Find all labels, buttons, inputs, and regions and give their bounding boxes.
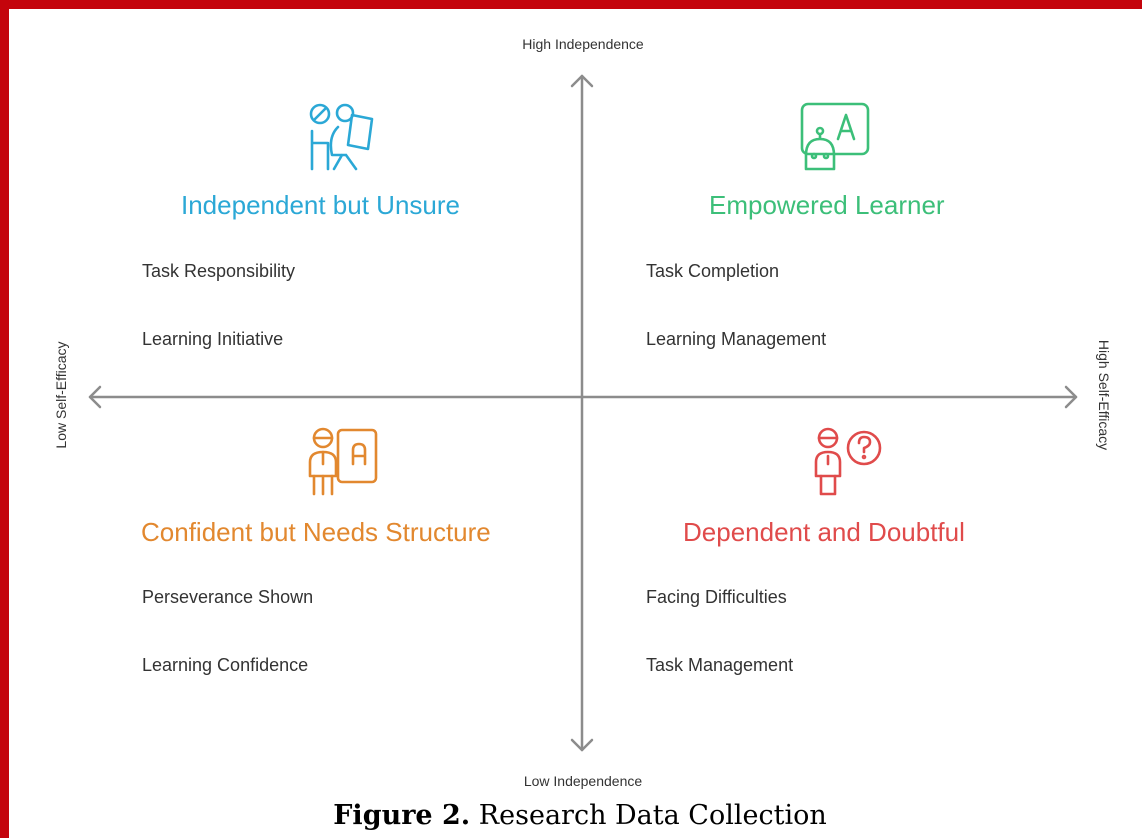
quadrant-title-confident-but-needs-structure: Confident but Needs Structure — [141, 517, 491, 547]
quadrant-item: Learning Management — [646, 329, 827, 349]
right-arrow — [1064, 385, 1078, 409]
quadrant-item: Task Management — [646, 655, 794, 675]
quadrant-item: Learning Initiative — [142, 329, 284, 349]
quadrant-item: Task Completion — [646, 261, 780, 281]
x-axis-right-label: High Self-Efficacy — [1096, 339, 1112, 451]
quadrant-title-independent-but-unsure: Independent but Unsure — [181, 190, 460, 220]
figure-caption-label: Figure 2. — [333, 800, 471, 831]
up-arrow — [570, 74, 594, 88]
quadrant-item: Perseverance Shown — [142, 587, 314, 607]
quadrant-item: Facing Difficulties — [646, 587, 787, 607]
x-axis-left-label: Low Self-Efficacy — [53, 341, 69, 449]
teacher-board-icon — [308, 427, 378, 496]
student-reading-icon — [309, 103, 374, 171]
figure-caption: Figure 2. Research Data Collection — [0, 800, 1142, 831]
quadrant-title-empowered-learner: Empowered Learner — [709, 190, 945, 220]
robot-letter-a-icon — [800, 102, 870, 171]
y-axis-top-label: High Independence — [522, 36, 644, 52]
y-axis-bottom-label: Low Independence — [523, 773, 643, 789]
figure-caption-text: Research Data Collection — [478, 800, 827, 831]
quadrant-item: Learning Confidence — [142, 655, 309, 675]
quadrant-item: Task Responsibility — [142, 261, 296, 281]
left-arrow — [88, 385, 102, 409]
down-arrow — [570, 738, 594, 752]
person-question-icon — [814, 427, 882, 496]
quadrant-title-dependent-and-doubtful: Dependent and Doubtful — [683, 517, 965, 547]
